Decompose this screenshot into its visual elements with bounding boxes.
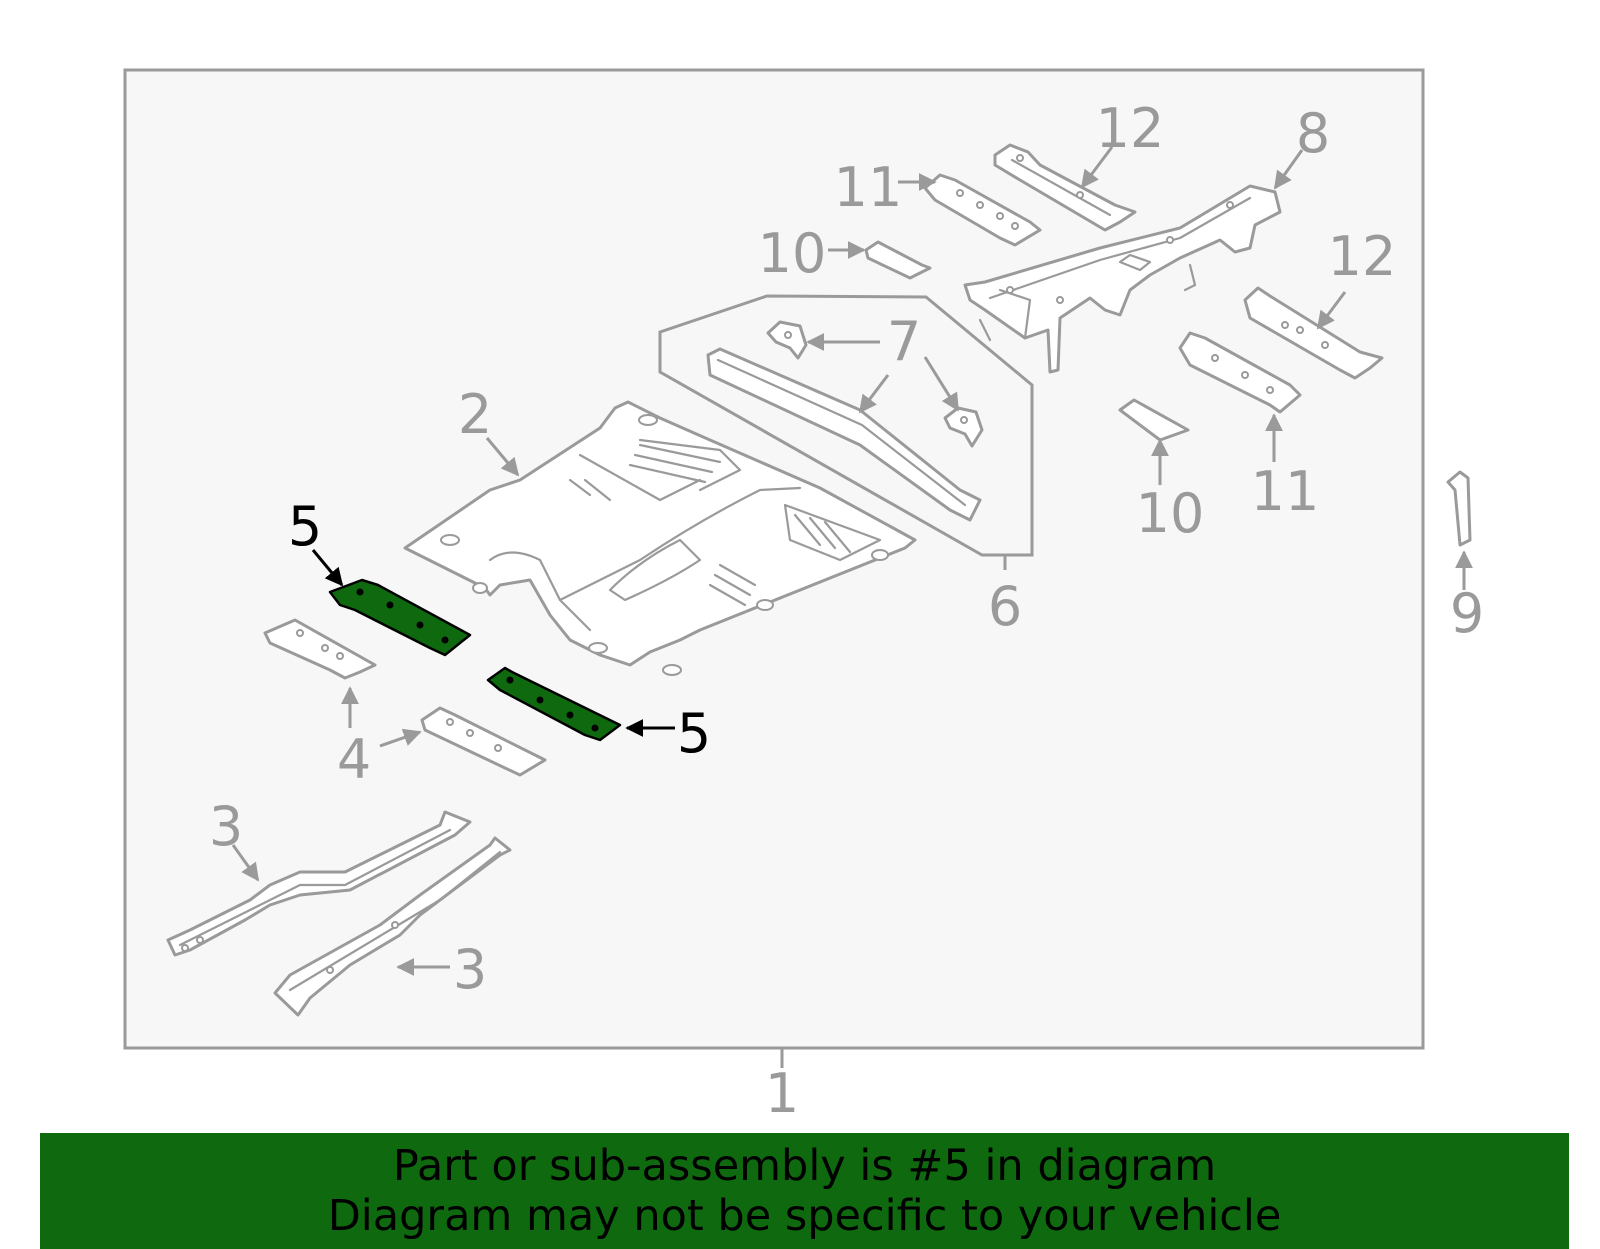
banner-line-part: Part or sub-assembly is #5 in diagram bbox=[392, 1141, 1217, 1191]
parts-diagram: 2 3 3 4 5 5 6 7 8 9 10 10 11 11 12 12 1 bbox=[123, 68, 1484, 1125]
callout-10b: 10 bbox=[1136, 482, 1205, 545]
leader-12b bbox=[1316, 291, 1347, 330]
callout-8: 8 bbox=[1296, 102, 1330, 165]
callout-1: 1 bbox=[765, 1062, 799, 1125]
part-3-side-rail-upper bbox=[166, 810, 472, 957]
leader-12a bbox=[1080, 146, 1114, 189]
part-5-reinforcement-upper bbox=[328, 578, 472, 657]
callout-5b: 5 bbox=[677, 702, 711, 765]
part-2-floor-pan bbox=[403, 400, 917, 676]
callout-2: 2 bbox=[458, 383, 492, 446]
callout-12a: 12 bbox=[1096, 97, 1165, 160]
callout-3b: 3 bbox=[453, 938, 487, 1001]
part-7-bracket-left bbox=[766, 320, 808, 360]
info-banner: Part or sub-assembly is #5 in diagram Di… bbox=[40, 1133, 1569, 1249]
part-4-reinforcement-lower bbox=[420, 706, 547, 777]
part-3-side-rail-lower bbox=[273, 836, 512, 1017]
part-11-lower bbox=[1178, 331, 1302, 414]
part-5-reinforcement-lower bbox=[486, 666, 622, 742]
part-10-upper bbox=[864, 240, 932, 280]
leader-3a bbox=[231, 844, 260, 882]
part-9-bracket bbox=[1446, 470, 1472, 547]
callout-12b: 12 bbox=[1328, 225, 1397, 288]
part-7-bracket-right bbox=[943, 406, 984, 448]
leader-4b bbox=[379, 728, 422, 748]
leader-7b bbox=[858, 374, 890, 414]
leader-7c bbox=[923, 356, 960, 412]
leader-8 bbox=[1273, 149, 1304, 190]
callout-9: 9 bbox=[1450, 582, 1484, 645]
callout-10a: 10 bbox=[758, 222, 827, 285]
part-6-group-outline bbox=[658, 294, 1034, 557]
callout-5a: 5 bbox=[288, 495, 322, 558]
banner-line-disclaimer: Diagram may not be specific to your vehi… bbox=[327, 1191, 1282, 1241]
callout-7: 7 bbox=[887, 310, 921, 373]
callout-11b: 11 bbox=[1251, 460, 1320, 523]
callout-6: 6 bbox=[988, 575, 1022, 638]
callout-3a: 3 bbox=[209, 795, 243, 858]
part-10-lower bbox=[1118, 398, 1190, 442]
leader-2 bbox=[485, 437, 520, 477]
part-6-crossmember bbox=[706, 347, 982, 522]
leader-5a bbox=[311, 549, 344, 587]
part-12-lower bbox=[1243, 286, 1384, 380]
part-12-upper bbox=[993, 143, 1137, 232]
part-11-upper bbox=[923, 173, 1042, 247]
callout-4: 4 bbox=[337, 728, 371, 791]
part-4-reinforcement-upper bbox=[263, 618, 377, 680]
callout-11a: 11 bbox=[834, 156, 903, 219]
part-8-rear-crossmember bbox=[963, 184, 1282, 374]
